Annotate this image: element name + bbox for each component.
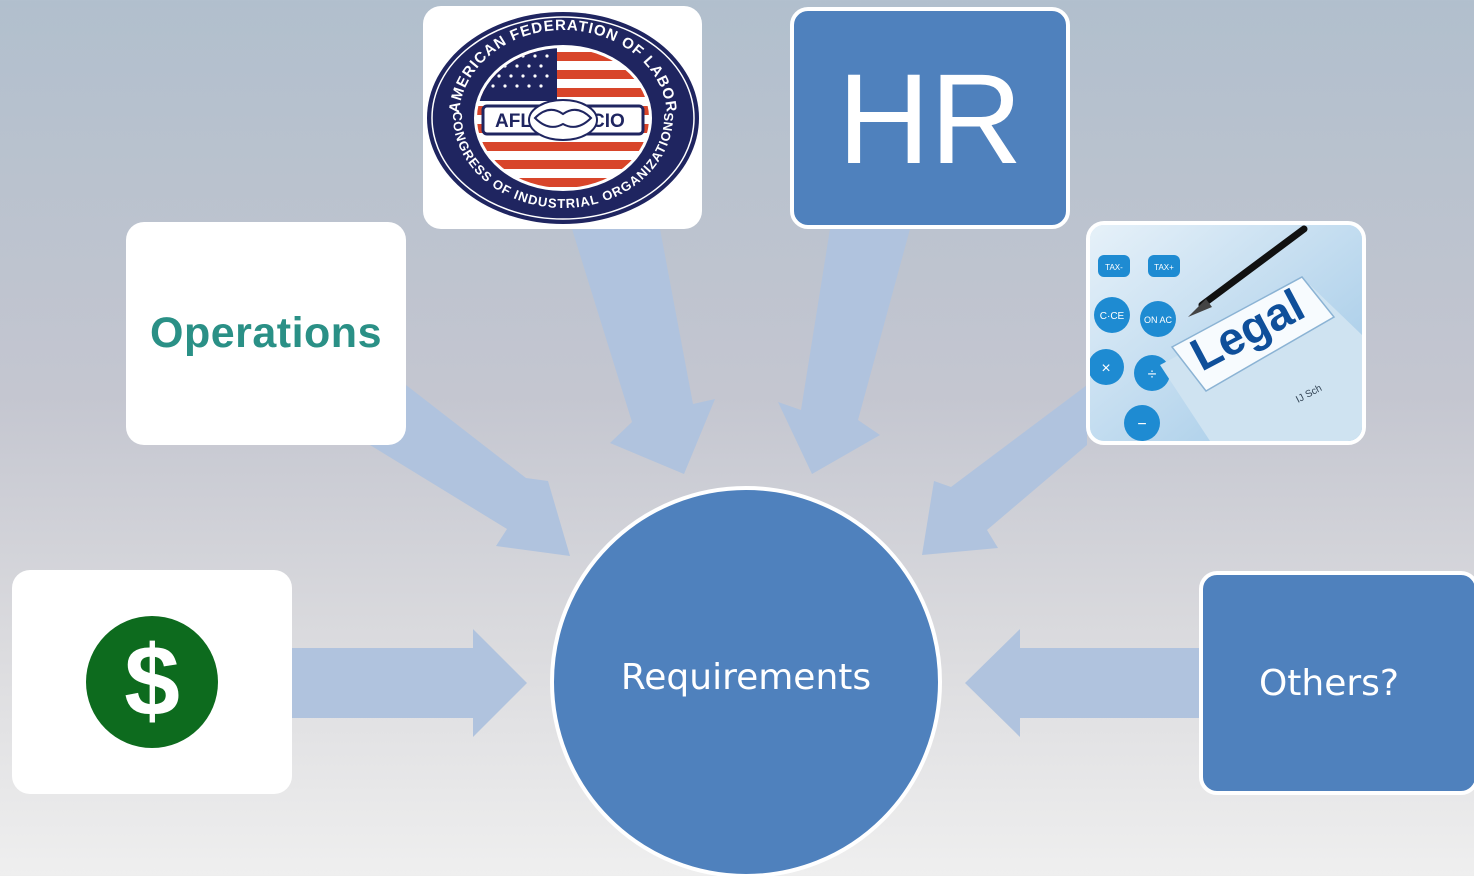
union-logo-box: AFL CIO AMERICAN FEDERATION OF LABOR CON… [423, 6, 702, 229]
arrow-from-union [572, 229, 715, 474]
legal-calculator-image: TAX- TAX+ C·CE ON AC × ÷ − Legal IJ Sch [1090, 225, 1362, 441]
key-label: − [1137, 416, 1146, 433]
seal-badge-left: AFL [495, 111, 532, 132]
arrow-from-legal [922, 385, 1087, 555]
finance-box: $ [12, 570, 292, 794]
handshake-icon [528, 99, 598, 141]
folder-tab: Legal IJ Sch [1160, 276, 1362, 441]
dollar-icon: $ [86, 616, 218, 748]
arrow-from-others [965, 629, 1199, 737]
requirements-label: Requirements [620, 656, 872, 698]
arrow-from-finance [292, 629, 527, 737]
key-label: ON AC [1144, 315, 1173, 325]
hr-box: HR [790, 7, 1070, 229]
others-box: Others? [1199, 571, 1474, 795]
key-label: × [1101, 360, 1110, 377]
calculator-keys: TAX- TAX+ C·CE ON AC × ÷ − [1090, 255, 1180, 441]
afl-cio-seal-icon: AFL CIO AMERICAN FEDERATION OF LABOR CON… [427, 12, 699, 224]
key-label: TAX+ [1154, 263, 1174, 272]
legal-image-box: TAX- TAX+ C·CE ON AC × ÷ − Legal IJ Sch [1086, 221, 1366, 445]
arrow-from-hr [778, 229, 910, 474]
seal-badge-right: CIO [591, 111, 625, 132]
requirements-circle: Requirements [550, 486, 942, 876]
operations-label: Operations [150, 309, 382, 357]
others-label: Others? [1258, 662, 1400, 704]
pen-icon [1188, 225, 1308, 317]
hr-label: HR [837, 48, 1023, 191]
key-label: TAX- [1105, 263, 1123, 272]
operations-box: Operations [126, 222, 406, 445]
key-label: ÷ [1148, 366, 1157, 383]
key-label: C·CE [1100, 311, 1125, 322]
dollar-symbol: $ [124, 625, 180, 737]
arrow-from-operations [370, 385, 570, 556]
